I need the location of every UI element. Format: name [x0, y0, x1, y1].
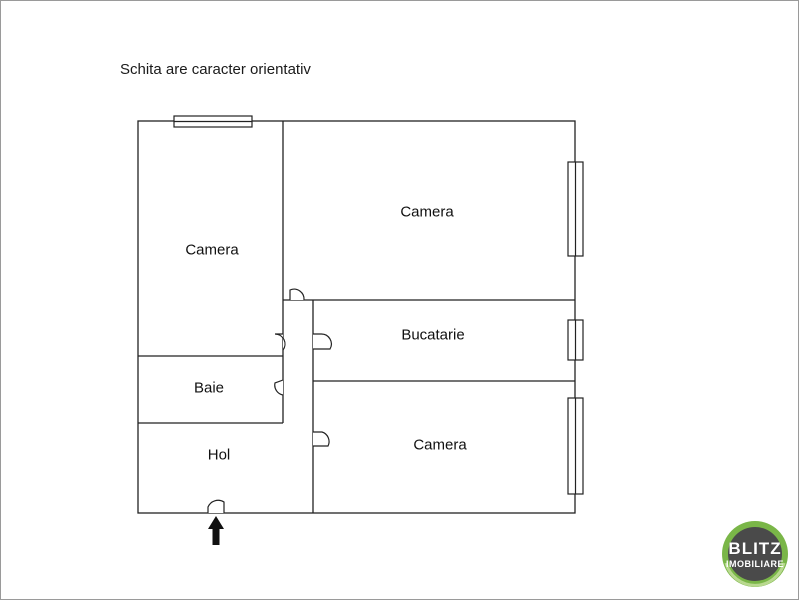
door-baie	[274, 379, 284, 396]
room-label-camera-bottom-right: Camera	[413, 436, 467, 454]
logo-subtitle: IMOBILIARE	[726, 559, 784, 569]
logo-name: BLITZ	[728, 539, 782, 558]
window-bucatarie	[567, 319, 584, 361]
room-label-baie: Baie	[193, 379, 225, 397]
outer-walls	[137, 120, 576, 514]
window-camera-bottom-right	[567, 397, 584, 495]
room-label-bucatarie: Bucatarie	[401, 326, 465, 344]
room-label-camera-left: Camera	[185, 241, 239, 259]
disclaimer-note: Schita are caracter orientativ	[120, 61, 311, 78]
door-corridor-left	[274, 333, 286, 351]
logo-badge-icon	[722, 521, 788, 587]
door-entrance	[207, 499, 225, 513]
blitz-logo: BLITZ IMOBILIARE	[720, 519, 790, 589]
window-top	[173, 115, 253, 128]
room-label-hol: Hol	[207, 446, 231, 464]
door-camera-left	[289, 288, 305, 301]
entrance-arrow-icon	[208, 516, 224, 545]
window-camera-top-right	[567, 161, 584, 257]
door-camera-bottom-right	[313, 431, 330, 447]
door-bucatarie	[313, 333, 332, 350]
room-label-camera-top-right: Camera	[400, 203, 454, 221]
